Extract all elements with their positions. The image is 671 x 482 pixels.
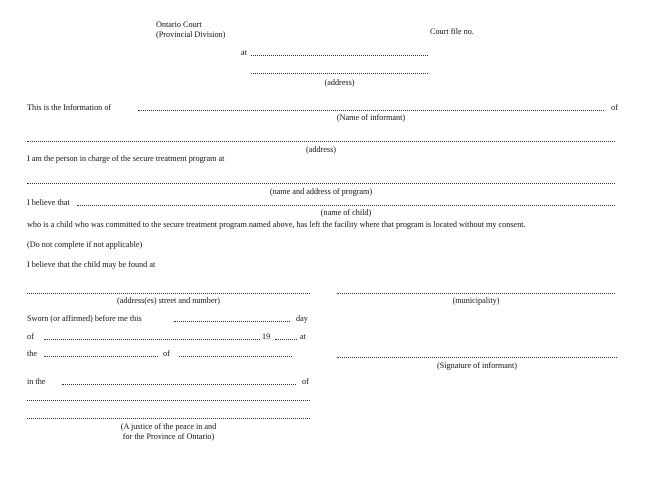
court-location-line[interactable] [251, 55, 428, 56]
sworn-place-type-line[interactable] [44, 356, 158, 357]
do-not-complete-note: (Do not complete if not applicable) [27, 240, 143, 249]
court-file-number-label: Court file no. [430, 27, 474, 36]
informant-name-line[interactable] [138, 110, 604, 111]
informant-signature-line[interactable] [337, 357, 617, 358]
day-label: day [296, 314, 308, 323]
court-division: (Provincial Division) [156, 30, 226, 39]
at-label-2: at [300, 332, 306, 341]
child-found-text: I believe that the child may be found at [27, 260, 156, 269]
in-the-label: in the [27, 377, 46, 386]
court-address-line[interactable] [251, 73, 428, 74]
child-address-line[interactable] [27, 293, 310, 294]
justice-signature-line[interactable] [27, 418, 310, 419]
sworn-day-line[interactable] [174, 321, 290, 322]
information-of-label: This is the Information of [27, 103, 112, 112]
the-label: the [27, 349, 38, 358]
sworn-place-name-line[interactable] [179, 356, 292, 357]
address-caption: (address) [324, 78, 355, 87]
child-statement-text: who is a child who was committed to the … [27, 220, 526, 229]
program-caption: (name and address of program) [269, 187, 373, 196]
informant-address-line[interactable] [27, 141, 615, 142]
of-place-label: of [163, 349, 170, 358]
person-in-charge-text: I am the person in charge of the secure … [27, 154, 225, 163]
sworn-text: Sworn (or affirmed) before me this [27, 314, 142, 323]
at-label: at [241, 48, 247, 57]
of-label: of [611, 103, 618, 112]
address-street-caption: (address(es) street and number) [117, 296, 220, 305]
year-prefix: 19 [262, 332, 271, 341]
municipality-line[interactable] [337, 293, 615, 294]
sworn-year-line[interactable] [275, 339, 297, 340]
signature-caption: (Signature of informant) [436, 361, 518, 370]
of-month-label: of [27, 332, 34, 341]
name-of-child-caption: (name of child) [320, 208, 372, 217]
program-name-address-line[interactable] [27, 183, 615, 184]
court-name: Ontario Court [156, 20, 202, 29]
justice-caption-line1: (A justice of the peace in and [120, 422, 217, 431]
jurisdiction-name-line[interactable] [27, 400, 310, 401]
municipality-caption: (municipality) [452, 296, 500, 305]
of-jurisdiction-label: of [302, 377, 309, 386]
sworn-month-line[interactable] [44, 339, 260, 340]
jurisdiction-line[interactable] [62, 384, 296, 385]
child-name-line[interactable] [77, 205, 615, 206]
name-of-informant-caption: (Name of informant) [336, 113, 406, 122]
informant-address-caption: (address) [305, 145, 336, 154]
justice-caption-line2: for the Province of Ontario) [122, 432, 215, 441]
i-believe-that-label: I believe that [27, 198, 70, 207]
